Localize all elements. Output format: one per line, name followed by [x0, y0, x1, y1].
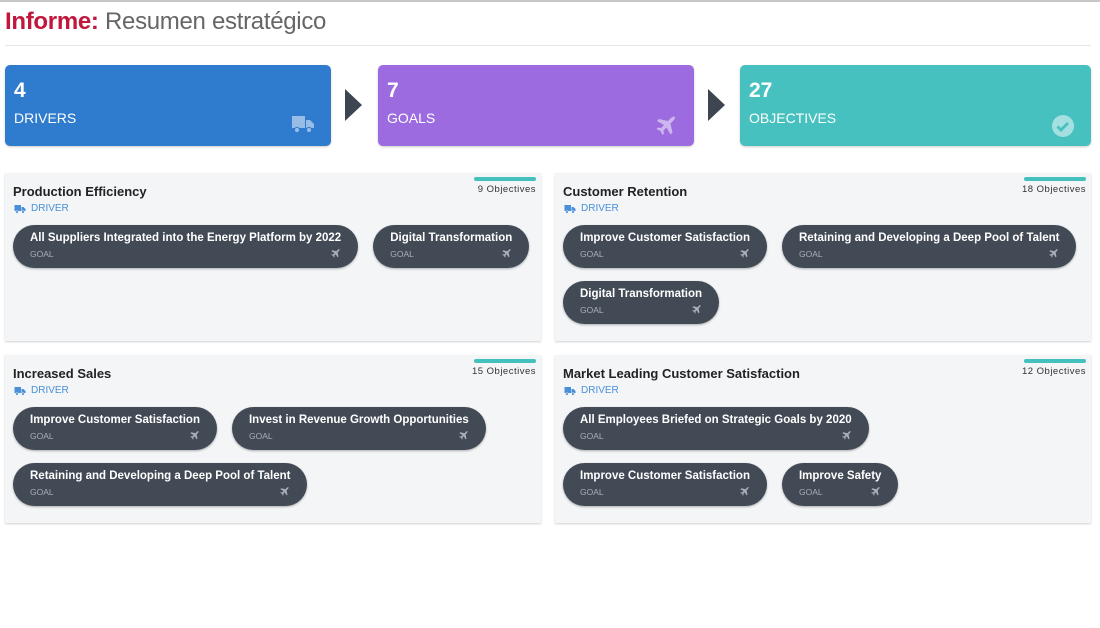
objectives-count: 15 Objectives	[471, 366, 536, 377]
goal-title: Retaining and Developing a Deep Pool of …	[798, 232, 1060, 244]
plane-icon	[458, 430, 469, 441]
goal-type: GOAL	[30, 248, 54, 259]
goal-title: Retaining and Developing a Deep Pool of …	[30, 470, 291, 482]
plane-icon	[330, 248, 341, 259]
plane-icon	[691, 304, 702, 315]
arrow-right-icon	[708, 89, 725, 121]
driver-name[interactable]: Market Leading Customer Satisfaction	[563, 366, 800, 381]
goal-type: GOAL	[580, 430, 604, 441]
goal-title: Improve Customer Satisfaction	[30, 414, 200, 426]
summary-objectives[interactable]: 27 OBJECTIVES	[740, 65, 1091, 146]
summary-drivers[interactable]: 4 DRIVERS	[5, 65, 331, 146]
driver-name[interactable]: Production Efficiency	[13, 184, 147, 199]
goal-list: All Suppliers Integrated into the Energy…	[13, 225, 531, 268]
driver-card: Production Efficiency DRIVER 9 Objective…	[5, 173, 541, 341]
goal-title: Digital Transformation	[390, 232, 513, 244]
summary-count: 27	[749, 79, 773, 102]
goal-type: GOAL	[30, 486, 54, 497]
title-text: Resumen estratégico	[104, 8, 327, 35]
objectives-bar	[474, 359, 536, 363]
objectives-bar	[474, 177, 536, 181]
goal-type: GOAL	[798, 248, 823, 259]
plane-icon	[1048, 248, 1059, 259]
goal-title: Digital Transformation	[580, 288, 703, 300]
driver-card: Increased Sales DRIVER 15 Objectives Imp…	[5, 355, 541, 523]
plane-icon	[189, 430, 200, 441]
goal-title: Invest in Revenue Growth Opportunities	[248, 414, 469, 426]
goal-type: GOAL	[30, 430, 54, 441]
objectives-bar	[1024, 177, 1086, 181]
goal-type: GOAL	[798, 486, 823, 497]
goal-title: Improve Safety	[798, 470, 882, 482]
goal-pill[interactable]: Retaining and Developing a Deep Pool of …	[781, 225, 1077, 268]
goal-type: GOAL	[248, 430, 273, 441]
divider	[5, 45, 1091, 46]
goal-type: GOAL	[390, 248, 414, 259]
plane-icon	[841, 430, 852, 441]
goal-title: Improve Customer Satisfaction	[580, 470, 750, 482]
objectives-count: 18 Objectives	[1021, 184, 1086, 195]
goal-pill[interactable]: All Employees Briefed on Strategic Goals…	[563, 407, 869, 450]
plane-icon	[739, 486, 750, 497]
summary-label: DRIVERS	[14, 110, 77, 126]
goal-pill[interactable]: Retaining and Developing a Deep Pool of …	[13, 463, 308, 506]
truck-icon	[564, 386, 576, 396]
check-circle-icon	[1051, 114, 1075, 137]
summary-label: OBJECTIVES	[749, 110, 837, 126]
goal-type: GOAL	[580, 304, 604, 315]
truck-icon	[14, 204, 26, 214]
goal-pill[interactable]: All Suppliers Integrated into the Energy…	[13, 225, 359, 268]
summary-label: GOALS	[387, 110, 436, 126]
goal-list: All Employees Briefed on Strategic Goals…	[563, 407, 1081, 506]
driver-type: DRIVER	[31, 385, 69, 396]
title-prefix: Informe:	[5, 8, 99, 35]
driver-name[interactable]: Increased Sales	[13, 366, 112, 381]
truck-icon	[291, 114, 315, 136]
summary-count: 4	[14, 79, 26, 102]
truck-icon	[14, 386, 26, 396]
plane-icon	[654, 114, 678, 136]
summary-count: 7	[387, 79, 399, 102]
plane-icon	[870, 486, 881, 497]
driver-card: Market Leading Customer Satisfaction DRI…	[555, 355, 1091, 523]
plane-icon	[739, 248, 750, 259]
goal-title: All Employees Briefed on Strategic Goals…	[580, 414, 852, 426]
plane-icon	[279, 486, 290, 497]
objectives-bar	[1024, 359, 1086, 363]
page-title: Informe: Resumen estratégico	[5, 8, 326, 36]
goal-type: GOAL	[580, 248, 604, 259]
objectives-count: 9 Objectives	[477, 184, 536, 195]
driver-name[interactable]: Customer Retention	[563, 184, 688, 199]
summary-goals[interactable]: 7 GOALS	[378, 65, 694, 146]
objectives-count: 12 Objectives	[1021, 366, 1086, 377]
driver-type: DRIVER	[31, 203, 69, 214]
driver-type: DRIVER	[581, 385, 619, 396]
driver-card: Customer Retention DRIVER 18 Objectives …	[555, 173, 1091, 341]
truck-icon	[564, 204, 576, 214]
goal-type: GOAL	[580, 486, 604, 497]
driver-type: DRIVER	[581, 203, 619, 214]
plane-icon	[501, 248, 512, 259]
goal-title: All Suppliers Integrated into the Energy…	[30, 232, 342, 244]
arrow-right-icon	[345, 89, 362, 121]
goal-title: Improve Customer Satisfaction	[580, 232, 750, 244]
